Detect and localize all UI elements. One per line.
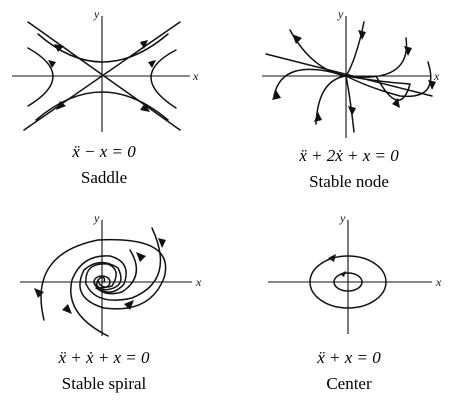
node-arrow-6 — [392, 98, 400, 108]
stable-node-equation: ẍ + 2ẋ + x = 0 — [299, 146, 399, 165]
center-orbit-outer — [309, 255, 387, 309]
spiral-y-label: y — [93, 211, 100, 225]
center-x-label: x — [435, 275, 442, 289]
spiral-trajectory-3 — [70, 255, 127, 337]
node-eigendirection — [265, 53, 433, 97]
node-arrow-5 — [348, 106, 356, 116]
node-arrow-8 — [428, 80, 436, 90]
saddle-stable-separatrix — [27, 21, 181, 131]
saddle-x-label: x — [192, 69, 199, 83]
saddle-name: Saddle — [80, 168, 128, 187]
node-trajectory-8 — [345, 61, 432, 98]
saddle-arrow-4 — [140, 103, 150, 112]
saddle-arrow-3 — [56, 101, 66, 110]
spiral-trajectory-4 — [93, 249, 138, 295]
node-trajectory-2 — [345, 21, 365, 77]
center-arrow-outer — [328, 254, 336, 262]
node-arrow-2 — [358, 30, 366, 40]
node-arrow-3 — [272, 90, 281, 100]
saddle-arrow-6 — [148, 60, 156, 68]
center-name: Center — [326, 374, 372, 393]
center-arrow-inner — [340, 271, 346, 277]
node-arrow-7 — [404, 46, 412, 56]
node-arrow-4 — [314, 112, 322, 122]
saddle-trajectory-left — [27, 47, 54, 107]
center-y-label: y — [339, 211, 346, 225]
node-y-label: y — [337, 7, 344, 21]
spiral-core — [93, 275, 111, 289]
node-x-label: x — [433, 69, 440, 83]
saddle-trajectory-right — [150, 49, 177, 109]
stable-node-name: Stable node — [309, 172, 389, 191]
saddle-arrow-2 — [140, 40, 148, 49]
node-trajectory-6 — [345, 75, 411, 101]
spiral-arrow-1 — [34, 288, 44, 298]
saddle-equation: ẍ − x = 0 — [72, 142, 136, 161]
spiral-trajectory-2 — [85, 227, 162, 301]
node-trajectory-5 — [345, 75, 355, 133]
spiral-arrow-2 — [158, 238, 166, 248]
stable-spiral-equation: ẍ + ẋ + x = 0 — [58, 348, 150, 367]
spiral-arrow-4 — [62, 304, 72, 314]
saddle-unstable-separatrix — [23, 21, 181, 131]
saddle-trajectory-top — [37, 33, 169, 63]
spiral-trajectory-outer — [40, 238, 167, 321]
saddle-arrow-5 — [48, 60, 56, 68]
node-trajectory-3 — [273, 68, 347, 97]
saddle-arrow-1 — [54, 44, 64, 52]
spiral-arrow-3 — [124, 300, 134, 310]
saddle-y-label: y — [93, 7, 100, 21]
node-arrow-1 — [292, 34, 302, 44]
center-equation: ẍ + x = 0 — [317, 348, 381, 367]
stable-spiral-name: Stable spiral — [61, 374, 147, 393]
saddle-trajectory-bottom — [35, 91, 169, 121]
center-orbit-inner — [333, 272, 363, 292]
spiral-x-label: x — [195, 275, 202, 289]
spiral-arrow-5 — [136, 252, 146, 262]
